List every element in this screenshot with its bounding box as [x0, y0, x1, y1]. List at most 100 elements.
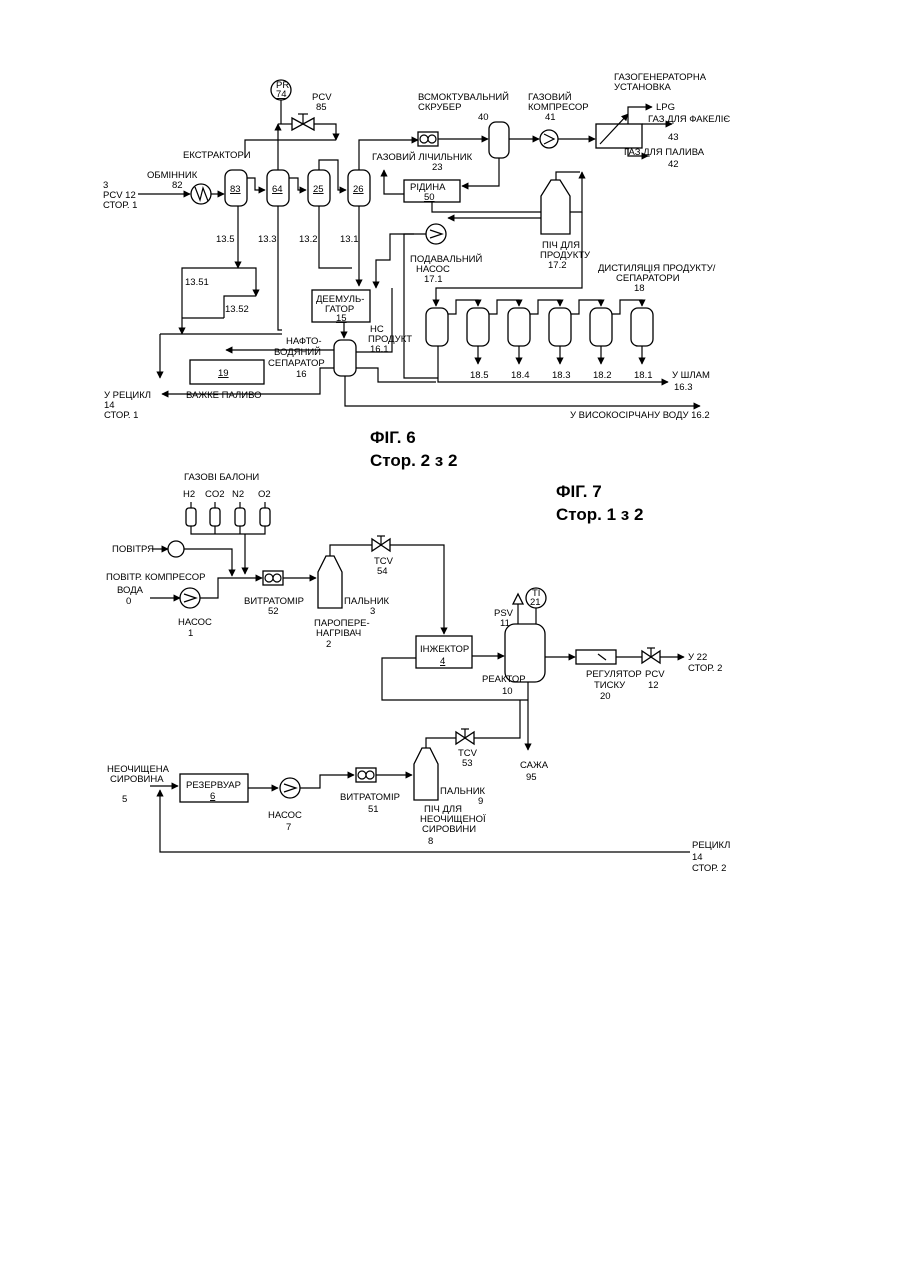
tcv-54-number: 54 [377, 566, 388, 577]
steam-superheater [318, 556, 342, 608]
cylinder-h2-label: H2 [183, 489, 195, 500]
sludge-number: 16.3 [674, 382, 693, 393]
psv-number: 11 [500, 618, 510, 629]
furnace-number: 17.2 [548, 260, 567, 271]
raw-furnace-label-3: СИРОВИНИ [422, 824, 476, 835]
gas-cylinders-label: ГАЗОВІ БАЛОНИ [184, 472, 259, 483]
compressor-label-2: КОМПРЕСОР [528, 102, 589, 113]
psv-11-icon [513, 594, 523, 604]
pump-label: НАСОС [178, 617, 212, 628]
pump-number: 1 [188, 628, 193, 639]
burner-9-number: 9 [478, 796, 483, 807]
stream-13-3: 13.3 [258, 234, 277, 245]
water-label: ВОДА [117, 585, 144, 596]
flowmeter-number: 52 [268, 606, 279, 617]
product-furnace [541, 180, 570, 234]
liquid-number: 50 [424, 192, 435, 203]
lpg-label: LPG [656, 102, 675, 113]
scrubber-label-2: СКРУБЕР [418, 102, 461, 113]
cylinder-n2-label: N2 [232, 489, 244, 500]
fuel-gas-number: 42 [668, 159, 679, 170]
air-compressor-label: ПОВІТР. КОМПРЕСОР [106, 572, 205, 583]
ti-number: 21 [530, 597, 541, 608]
stream-13-2: 13.2 [299, 234, 318, 245]
stream-13-51: 13.51 [185, 277, 209, 288]
stream-13-52: 13.52 [225, 304, 249, 315]
sludge-label: У ШЛАМ [672, 370, 710, 381]
figure-7-title: ФІГ. 7 [556, 482, 602, 501]
separator-label-3: СЕПАРАТОР [268, 358, 325, 369]
raw-feed-label-2: СИРОВИНА [110, 774, 164, 785]
regulator-label-2: ТИСКУ [594, 680, 626, 691]
raw-furnace-number: 8 [428, 836, 433, 847]
fuel-gas-label: ГАЗ ДЛЯ ПАЛИВА [624, 147, 705, 158]
superheater-number: 2 [326, 639, 331, 650]
recycle-label-2: 14 [692, 852, 703, 863]
sour-water-label: У ВИСОКОСІРЧАНУ ВОДУ 16.2 [570, 410, 710, 421]
outlet-label-2: СТОР. 2 [688, 663, 722, 674]
hc-product-number: 16.1 [370, 344, 389, 355]
extractor-64-label: 64 [272, 184, 283, 195]
burner-3-number: 3 [370, 606, 375, 617]
distillation-number: 18 [634, 283, 645, 294]
extractor-26-label: 26 [353, 184, 364, 195]
exchanger-number: 82 [172, 180, 183, 191]
stream-13-5: 13.5 [216, 234, 235, 245]
flare-gas-number: 43 [668, 132, 679, 143]
figure-6-page: Стор. 2 з 2 [370, 451, 457, 470]
pcv-12-number: 12 [648, 680, 659, 691]
figure-6-title: ФІГ. 6 [370, 428, 416, 447]
pump-7-number: 7 [286, 822, 291, 833]
separator-label-1: НАФТО- [286, 336, 322, 347]
figure-6: 3 PCV 12 СТОР. 1 ОБМІННИК 82 ЕКСТРАКТОРИ… [103, 72, 730, 470]
gas-generator-label-2: УСТАНОВКА [614, 82, 672, 93]
distillate-18-3: 18.3 [552, 370, 571, 381]
separator-number: 16 [296, 369, 307, 380]
soot-number: 95 [526, 772, 537, 783]
outlet-label-1: У 22 [688, 652, 707, 663]
distillation-label-2: СЕПАРАТОРИ [616, 273, 680, 284]
recycle-label-1: РЕЦИКЛ [692, 840, 730, 851]
figure-7-page: Стор. 1 з 2 [556, 505, 643, 524]
pr-number: 74 [276, 89, 287, 100]
gas-meter-label: ГАЗОВИЙ ЛІЧИЛЬНИК [372, 151, 473, 163]
raw-feed-number: 5 [122, 794, 127, 805]
demulsifier-number: 15 [336, 313, 347, 324]
flowmeter-51-label: ВИТРАТОМІР [340, 792, 400, 803]
pump-7-label: НАСОС [268, 810, 302, 821]
burner-3-label: ПАЛЬНИК [344, 596, 390, 607]
reservoir-label: РЕЗЕРВУАР [186, 780, 241, 791]
air-label: ПОВІТРЯ [112, 544, 154, 555]
superheater-label-2: НАГРІВАЧ [316, 628, 361, 639]
soot-label: САЖА [520, 760, 549, 771]
gas-cylinder-icons [186, 502, 270, 526]
tcv-53-number: 53 [462, 758, 473, 769]
separator-4 [549, 308, 571, 346]
distillate-18-4: 18.4 [511, 370, 530, 381]
separator-label-2: ВОДЯНИЙ [274, 346, 321, 358]
water-number: 0 [126, 596, 131, 607]
figure-7: ФІГ. 7 Стор. 1 з 2 ГАЗОВІ БАЛОНИ H2 CO2 … [106, 472, 730, 874]
reservoir-number: 6 [210, 791, 215, 802]
regulator-number: 20 [600, 691, 611, 702]
gas-generator-unit [596, 124, 642, 148]
pcv-12-label: PCV [645, 669, 665, 680]
distillate-18-5: 18.5 [470, 370, 489, 381]
input-page: СТОР. 1 [103, 200, 137, 211]
separator-1 [426, 308, 448, 346]
feed-pump-number: 17.1 [424, 274, 443, 285]
flowmeter-51-number: 51 [368, 804, 379, 815]
separator-6 [631, 308, 653, 346]
compressor-number: 41 [545, 112, 556, 123]
distillate-18-1: 18.1 [634, 370, 653, 381]
pressure-regulator-box [576, 650, 616, 664]
flare-gas-label: ГАЗ ДЛЯ ФАКЕЛІЄ [648, 114, 730, 125]
extractor-25-label: 25 [313, 184, 324, 195]
recycle-label-3: СТОР. 1 [104, 410, 138, 421]
gas-meter-number: 23 [432, 162, 443, 173]
cylinder-co2-label: CO2 [205, 489, 225, 500]
stream-13-1: 13.1 [340, 234, 359, 245]
heavy-fuel-number: 19 [218, 368, 229, 379]
recycle-label-3: СТОР. 2 [692, 863, 726, 874]
